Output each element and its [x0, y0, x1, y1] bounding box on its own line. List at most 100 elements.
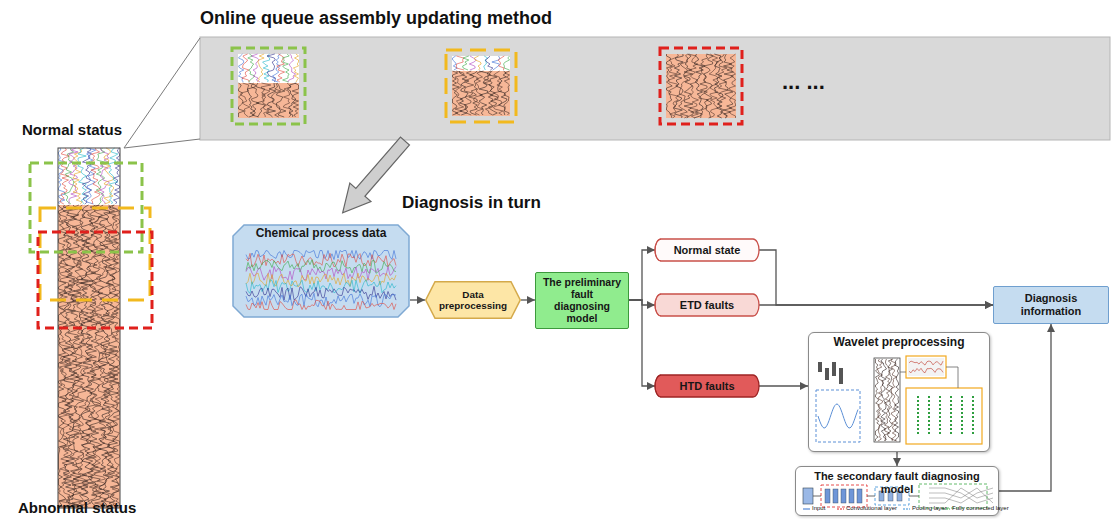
signal-trace	[877, 359, 883, 441]
conv-block	[849, 489, 854, 503]
signal-trace	[464, 71, 474, 115]
signal-trace	[909, 368, 943, 373]
signal-trace	[104, 148, 114, 204]
mini-bar	[961, 396, 963, 436]
process-hexagon: Data preprocessing	[425, 281, 521, 319]
fc-link	[961, 493, 977, 503]
node-shape	[808, 332, 990, 452]
fc-link	[977, 498, 993, 503]
flow-connector	[759, 304, 993, 305]
signal-trace	[266, 83, 276, 117]
fc-link	[929, 502, 945, 503]
cylinder-face	[655, 294, 661, 316]
output-box: Diagnosis information	[993, 286, 1109, 324]
signal-trace	[498, 56, 504, 70]
signal-trace	[246, 273, 396, 287]
signal-trace	[455, 71, 464, 115]
conv-block	[825, 489, 830, 503]
window-yellow	[40, 208, 150, 300]
conv-block	[833, 489, 838, 503]
signal-trace	[99, 205, 111, 507]
signal-trace	[246, 260, 396, 274]
signal-trace	[239, 83, 245, 117]
flow-connector	[759, 250, 993, 305]
signal-trace	[246, 253, 396, 267]
mini-bar	[839, 368, 843, 384]
signal-trace	[82, 148, 91, 204]
fc-link	[977, 493, 993, 498]
flow-connector	[629, 250, 655, 300]
signal-trace	[699, 54, 709, 118]
thumb-ground	[238, 83, 299, 118]
signal-trace	[241, 83, 250, 117]
mini-bar	[917, 396, 919, 436]
signal-trace	[108, 205, 120, 507]
fc-link	[961, 493, 977, 503]
mini-frame	[906, 388, 982, 444]
signal-trace	[246, 300, 396, 310]
signal-trace	[292, 83, 299, 117]
thumb-ground	[452, 56, 510, 116]
node-text: Normal state	[674, 244, 741, 257]
node-text: The secondary fault diagnosing model	[802, 470, 992, 495]
signal-trace	[263, 54, 270, 82]
legend-text: Pooling layer	[912, 505, 947, 512]
fc-link	[961, 488, 977, 498]
signal-trace	[114, 148, 120, 204]
signal-trace	[485, 56, 493, 70]
signal-trace	[463, 56, 469, 70]
signal-trace	[484, 71, 494, 115]
legend-sample	[803, 508, 810, 510]
signal-trace	[679, 54, 689, 118]
node-text: Chemical process data	[256, 227, 387, 241]
cylinder-outline	[655, 294, 759, 316]
model-box: The preliminary fault diagnosing model	[535, 272, 629, 329]
flow-connector	[999, 324, 1051, 491]
node-text: Wavelet preprocessing	[834, 336, 965, 350]
signal-trace	[282, 54, 289, 82]
window-yellow	[446, 50, 516, 122]
node-text: The preliminary fault diagnosing model	[542, 276, 622, 324]
strip-normal	[58, 148, 120, 205]
signal-trace	[251, 83, 259, 117]
legend-text: Convolutional layer	[846, 505, 897, 512]
annotation-label: Abnormal status	[18, 500, 136, 517]
hexagon-outline	[426, 282, 521, 319]
mini-bar	[939, 396, 941, 436]
signal-trace	[474, 56, 481, 70]
fc-link	[961, 488, 977, 498]
thumb-ground	[452, 71, 510, 116]
signal-trace	[276, 83, 286, 117]
annotation-label: ... ...	[782, 70, 825, 94]
mini-bar	[972, 396, 974, 436]
mini-bar	[832, 362, 836, 376]
cylinder-face	[655, 375, 661, 397]
signal-trace	[729, 54, 736, 118]
data-source-box: Chemical process data	[232, 224, 410, 318]
legend-text: Input	[812, 505, 825, 512]
signal-trace	[261, 83, 271, 117]
conv-block	[857, 489, 862, 503]
cylinder-face	[655, 239, 661, 261]
signal-trace	[694, 54, 703, 118]
signal-trace	[277, 54, 285, 82]
class-cylinder: Normal state	[655, 238, 759, 262]
legend-text: Fully connected layer	[952, 505, 1009, 512]
node-text: Data preprocessing	[437, 289, 509, 312]
annotation-label: Diagnosis in turn	[402, 194, 541, 213]
zoom-line	[124, 139, 200, 148]
signal-trace	[60, 148, 69, 204]
signal-trace	[293, 54, 298, 82]
conv-frame	[821, 485, 867, 507]
signal-trace	[248, 54, 255, 82]
signal-trace	[459, 71, 469, 115]
diagram-title: Online queue assembly updating method	[200, 8, 552, 29]
strip-abnormal	[58, 205, 120, 508]
signal-trace	[246, 267, 396, 281]
node-text: HTD faults	[680, 380, 735, 393]
legend-sample	[837, 508, 844, 509]
signal-trace	[474, 71, 484, 115]
signal-trace	[85, 205, 97, 507]
flow-link	[813, 495, 919, 496]
